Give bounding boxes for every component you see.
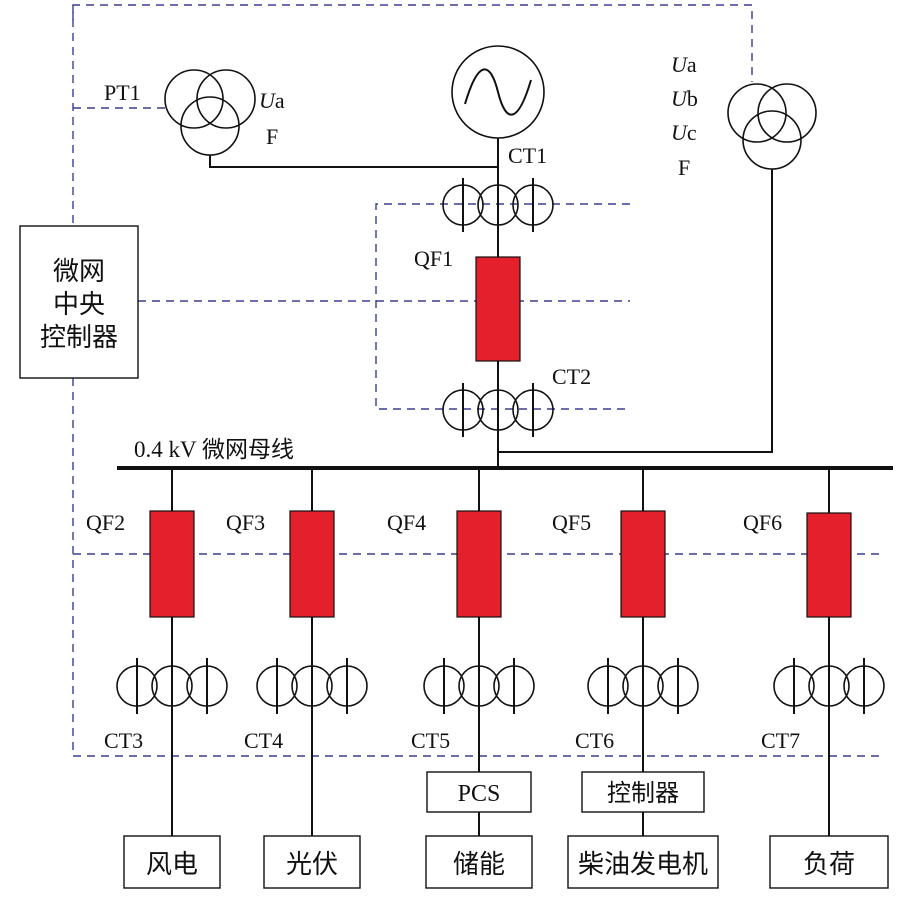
feeder-device-label: PCS	[458, 781, 501, 807]
pt2-ub-subscript: b	[687, 86, 698, 111]
sine-wave-icon	[464, 68, 532, 116]
pt2-ua-subscript: a	[687, 52, 697, 77]
control-link-ct	[375, 203, 630, 410]
pt1-winding-a	[164, 69, 224, 129]
qf1-label: QF1	[414, 246, 453, 271]
pt1-ua-label: Ua	[259, 88, 285, 113]
feeder-ct-ring	[458, 665, 500, 707]
qf1-breaker	[475, 256, 521, 362]
feeder-breaker-label: QF4	[387, 510, 426, 535]
pt1-winding-c	[180, 96, 240, 156]
feeder-ct-ring	[808, 665, 850, 707]
pt2-transformer: Ua Ub Uc F	[671, 52, 817, 180]
controller-label-line3: 控制器	[40, 323, 118, 352]
feeder-breaker-label: QF6	[743, 510, 782, 535]
feeder-source-label: 负荷	[803, 850, 855, 879]
feeder-ct-label: CT7	[761, 728, 800, 753]
pt2-winding-a	[727, 83, 787, 143]
pt2-uc-label: Uc	[671, 120, 697, 145]
ct2-group: CT2	[442, 364, 591, 437]
pt1-connection	[209, 155, 498, 168]
pt1-f-label: F	[266, 124, 278, 149]
control-links	[72, 4, 884, 757]
grid-source	[451, 45, 545, 139]
feeder-ct-ring	[151, 665, 193, 707]
feeder-source-label: 风电	[146, 850, 198, 879]
feeder-ct-label: CT5	[411, 728, 450, 753]
feeder-source-label: 柴油发电机	[578, 850, 708, 879]
pt2-connection	[498, 169, 773, 453]
feeder-breaker	[289, 510, 335, 618]
ct1-ring-center	[477, 184, 519, 226]
pt2-uc-symbol: U	[671, 120, 689, 145]
feeder-breaker	[456, 510, 502, 618]
feeder-source-box	[425, 835, 533, 889]
controller-label-line2: 中央	[53, 290, 105, 319]
controller-label-line1: 微网	[53, 257, 105, 286]
feeder-source-box	[263, 835, 361, 889]
pt1-transformer: PT1 Ua F	[104, 69, 285, 156]
feeder-source-label: 储能	[453, 850, 505, 879]
feeder-device-box	[426, 771, 532, 813]
ct2-ring-center	[477, 389, 519, 431]
pt2-ub-label: Ub	[671, 86, 698, 111]
central-controller-box	[19, 225, 139, 379]
feeder-source-box	[567, 835, 719, 889]
pt1-ua-subscript: a	[275, 88, 285, 113]
control-loop-top	[72, 4, 753, 82]
feeder-device-box	[581, 771, 705, 813]
pt2-uc-subscript: c	[687, 120, 697, 145]
feeder-ct-ring	[291, 665, 333, 707]
ct1-label: CT1	[508, 143, 547, 168]
bus-label: 0.4 kV 微网母线	[134, 437, 294, 462]
pt2-f-label: F	[678, 155, 690, 180]
feeder-breaker	[806, 512, 852, 618]
pt2-winding-c	[742, 110, 802, 170]
main-feeder: CT1 QF1 CT2	[414, 138, 591, 468]
pt2-ua-label: Ua	[671, 52, 697, 77]
feeder-breaker-label: QF5	[552, 510, 591, 535]
feeder-source-box	[123, 835, 221, 889]
feeder-ct-label: CT3	[104, 728, 143, 753]
ct2-label: CT2	[552, 364, 591, 389]
feeder-breaker-label: QF2	[86, 510, 125, 535]
feeder-source-label: 光伏	[286, 850, 338, 879]
central-controller: 微网 中央 控制器	[19, 225, 139, 379]
pt2-ub-symbol: U	[671, 86, 689, 111]
feeder-ct-label: CT4	[244, 728, 283, 753]
feeder-breaker	[620, 510, 666, 618]
pt2-winding-b	[757, 83, 817, 143]
feeder-source-box	[769, 835, 889, 889]
feeder-device-label: 控制器	[607, 780, 679, 807]
pt1-ua-symbol: U	[259, 88, 277, 113]
pt1-winding-b	[196, 69, 256, 129]
feeder-breaker-label: QF3	[226, 510, 265, 535]
pt1-label: PT1	[104, 80, 141, 105]
pt2-ua-symbol: U	[671, 52, 689, 77]
ct1-group: CT1	[442, 143, 554, 232]
feeder-ct-label: CT6	[575, 728, 614, 753]
feeder-ct-ring	[622, 665, 664, 707]
feeder-breaker	[149, 510, 195, 618]
